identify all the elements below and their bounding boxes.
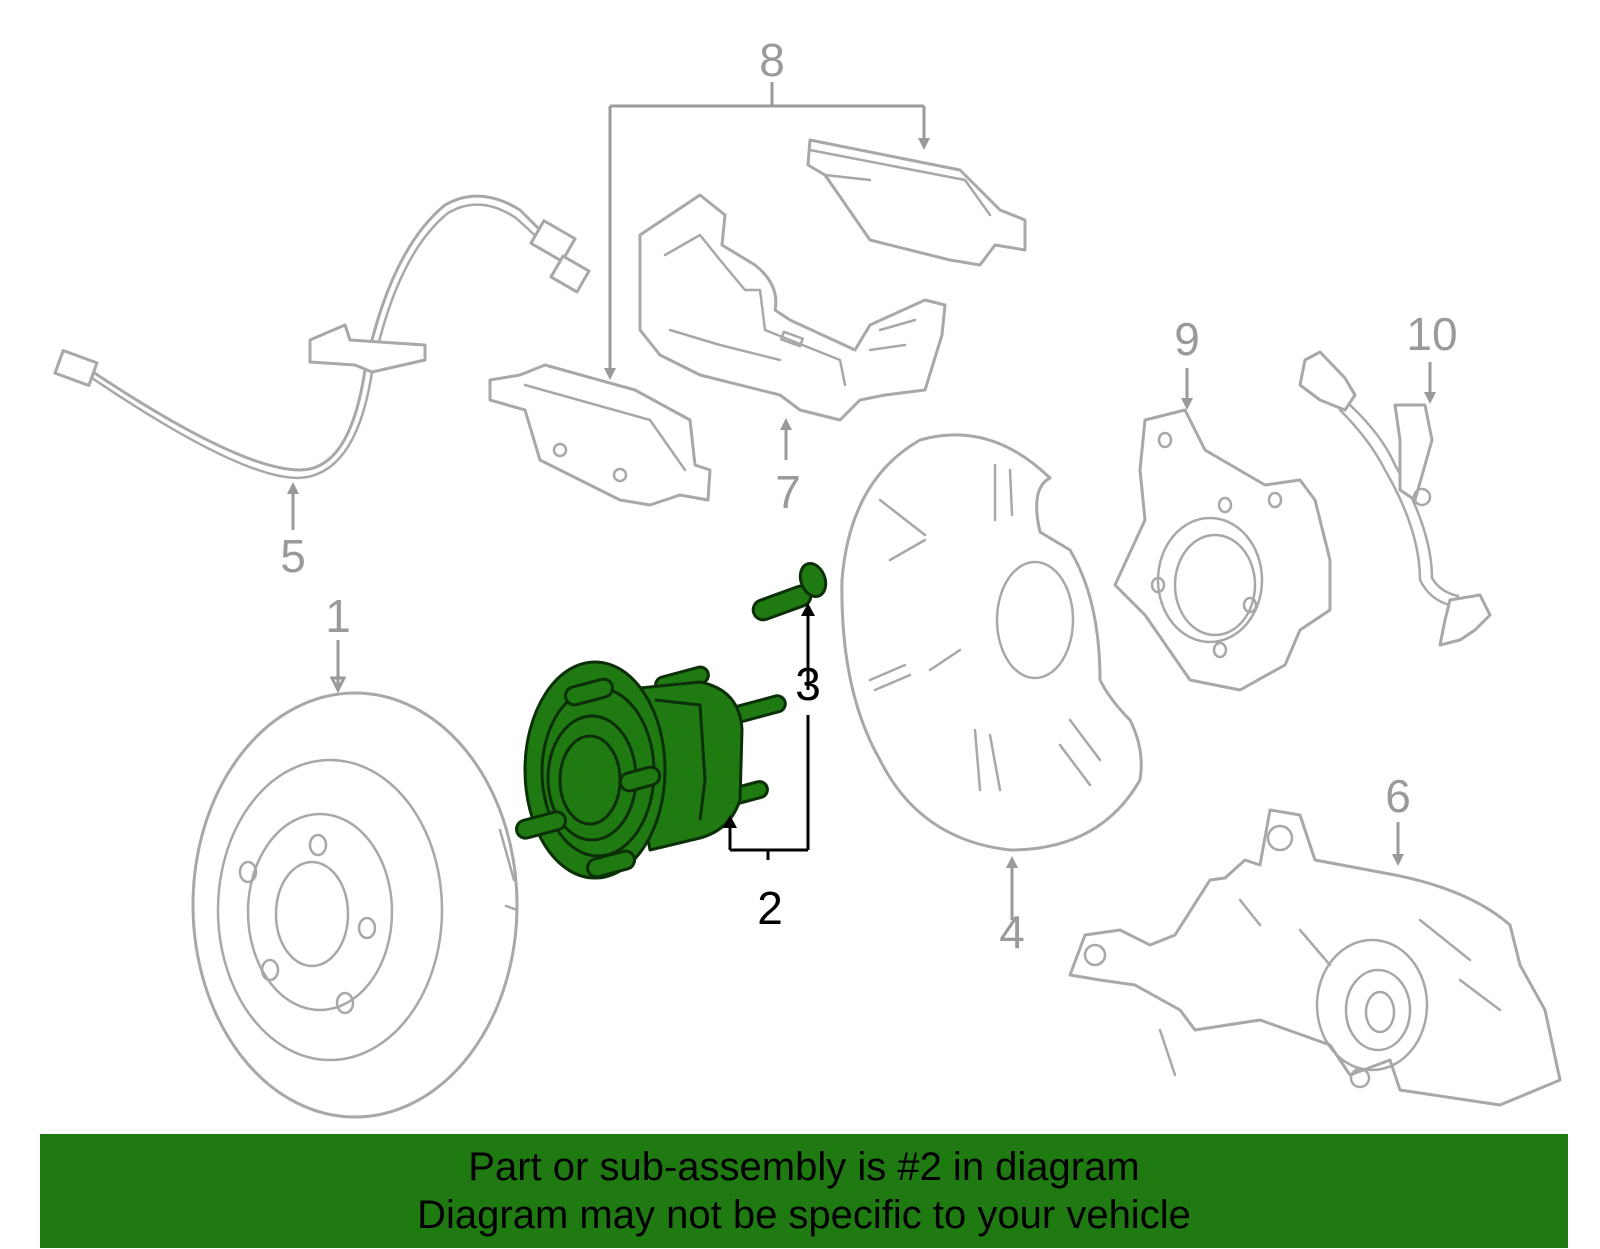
callout-8[interactable]: 8 — [759, 34, 785, 86]
callout-3[interactable]: 3 — [795, 658, 821, 710]
part-7-caliper-bracket[interactable] — [638, 193, 947, 422]
leader-9-arrowhead — [1181, 398, 1193, 410]
part-2-hub-bearing-assembly[interactable] — [515, 660, 788, 880]
callout-4[interactable]: 4 — [999, 906, 1025, 958]
callout-5[interactable]: 5 — [280, 530, 306, 582]
part-3-wheel-stud[interactable] — [750, 560, 830, 623]
part-8-brake-pads[interactable] — [488, 138, 1027, 507]
callout-9[interactable]: 9 — [1174, 313, 1200, 365]
callout-10[interactable]: 10 — [1406, 308, 1457, 360]
leader-2-3 — [728, 612, 810, 860]
banner-line-disclaimer: Diagram may not be specific to your vehi… — [417, 1193, 1191, 1237]
part-1-brake-rotor[interactable] — [191, 691, 519, 1119]
part-6-steering-knuckle[interactable] — [1068, 808, 1562, 1107]
leader-3-arrowhead — [801, 603, 815, 616]
leader-5-arrowhead — [287, 482, 299, 494]
leader-6-arrowhead — [1392, 854, 1404, 866]
leader-8-arrowhead-b — [918, 138, 930, 150]
leader-7-arrowhead — [780, 418, 792, 430]
leader-1-arrowhead — [329, 676, 347, 694]
callout-6[interactable]: 6 — [1385, 770, 1411, 822]
part-9-backing-plate[interactable] — [1113, 408, 1332, 692]
leader-4-arrowhead — [1006, 856, 1018, 868]
leader-10-arrowhead — [1424, 392, 1436, 404]
leader-8 — [608, 82, 926, 372]
part-5-abs-sensor-harness[interactable] — [53, 194, 591, 480]
banner-line-part: Part or sub-assembly is #2 in diagram — [468, 1145, 1140, 1189]
callout-1[interactable]: 1 — [325, 590, 351, 642]
callout-7[interactable]: 7 — [775, 466, 801, 518]
callout-2[interactable]: 2 — [757, 882, 783, 934]
leader-8-arrowhead-a — [604, 368, 616, 380]
part-10-wheel-speed-sensor[interactable] — [1298, 350, 1492, 647]
part-4-dust-shield[interactable] — [840, 433, 1143, 852]
info-banner: Part or sub-assembly is #2 in diagram Di… — [40, 1134, 1568, 1248]
leader-2-arrowhead — [723, 815, 737, 828]
